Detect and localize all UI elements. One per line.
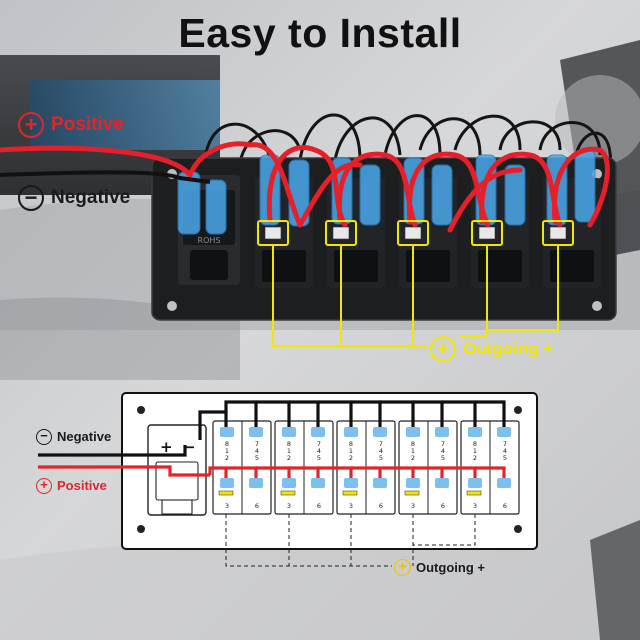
plus-circle-icon: +	[430, 336, 456, 362]
photo-negative-label: −Negative	[18, 185, 130, 211]
page-title: Easy to Install	[178, 10, 462, 56]
pin-label: 3	[225, 502, 229, 510]
pin-label: 7	[255, 440, 259, 448]
photo-outgoing-text: Outgoing +	[463, 339, 554, 358]
pin-label: 3	[349, 502, 353, 510]
photo-positive-text: Positive	[51, 114, 124, 135]
pin-label: 6	[379, 502, 383, 510]
pin-label: 2	[287, 454, 291, 462]
minus-circle-icon: −	[18, 185, 44, 211]
pin-label: 5	[441, 454, 445, 462]
pin-label: 6	[503, 502, 507, 510]
pin-label: 4	[379, 447, 383, 455]
pin-label: 1	[225, 447, 229, 455]
pin-label: 5	[255, 454, 259, 462]
pin-label: 2	[411, 454, 415, 462]
diagram-positive-label: + Positive	[36, 477, 107, 494]
pin-label: 4	[317, 447, 321, 455]
diagram-negative-label: −Negative	[36, 428, 111, 445]
pin-label: 4	[255, 447, 259, 455]
pin-label: 7	[379, 440, 383, 448]
pin-label: 8	[349, 440, 353, 448]
diagram-outgoing-label: + Outgoing +	[394, 559, 485, 577]
photo-positive-label: + Positive	[18, 112, 124, 138]
pin-label: 5	[503, 454, 507, 462]
pin-label: 8	[473, 440, 477, 448]
socket-plus-sign: +	[160, 438, 173, 456]
diagram-negative-text: Negative	[57, 429, 112, 445]
photo-negative-text: Negative	[51, 187, 131, 208]
pin-label: 7	[503, 440, 507, 448]
pin-label: 1	[473, 447, 477, 455]
pin-label: 8	[287, 440, 291, 448]
pin-label: 6	[317, 502, 321, 510]
pin-label: 2	[473, 454, 477, 462]
pin-label: 2	[349, 454, 353, 462]
pin-label: 8	[411, 440, 415, 448]
pin-label: 4	[441, 447, 445, 455]
plus-circle-icon: +	[18, 112, 44, 138]
socket-rohs-marking: ROHS	[198, 236, 221, 245]
pin-label: 3	[473, 502, 477, 510]
pin-label: 5	[317, 454, 321, 462]
pin-label: 1	[287, 447, 291, 455]
pin-label: 2	[225, 454, 229, 462]
diagram-positive-text: Positive	[57, 478, 107, 494]
plus-circle-icon: +	[394, 559, 411, 577]
pin-label: 1	[411, 447, 415, 455]
pin-label: 7	[441, 440, 445, 448]
diagram-outgoing-text: Outgoing +	[416, 560, 485, 576]
pin-label: 7	[317, 440, 321, 448]
pin-label: 6	[255, 502, 259, 510]
pin-label: 3	[287, 502, 291, 510]
pin-label: 6	[441, 502, 445, 510]
pin-label: 4	[503, 447, 507, 455]
pin-label: 3	[411, 502, 415, 510]
photo-outgoing-label: + Outgoing +	[430, 336, 553, 362]
plus-circle-icon: +	[36, 477, 52, 494]
pin-label: 8	[225, 440, 229, 448]
pin-label: 1	[349, 447, 353, 455]
minus-circle-icon: −	[36, 428, 52, 445]
pin-label: 5	[379, 454, 383, 462]
